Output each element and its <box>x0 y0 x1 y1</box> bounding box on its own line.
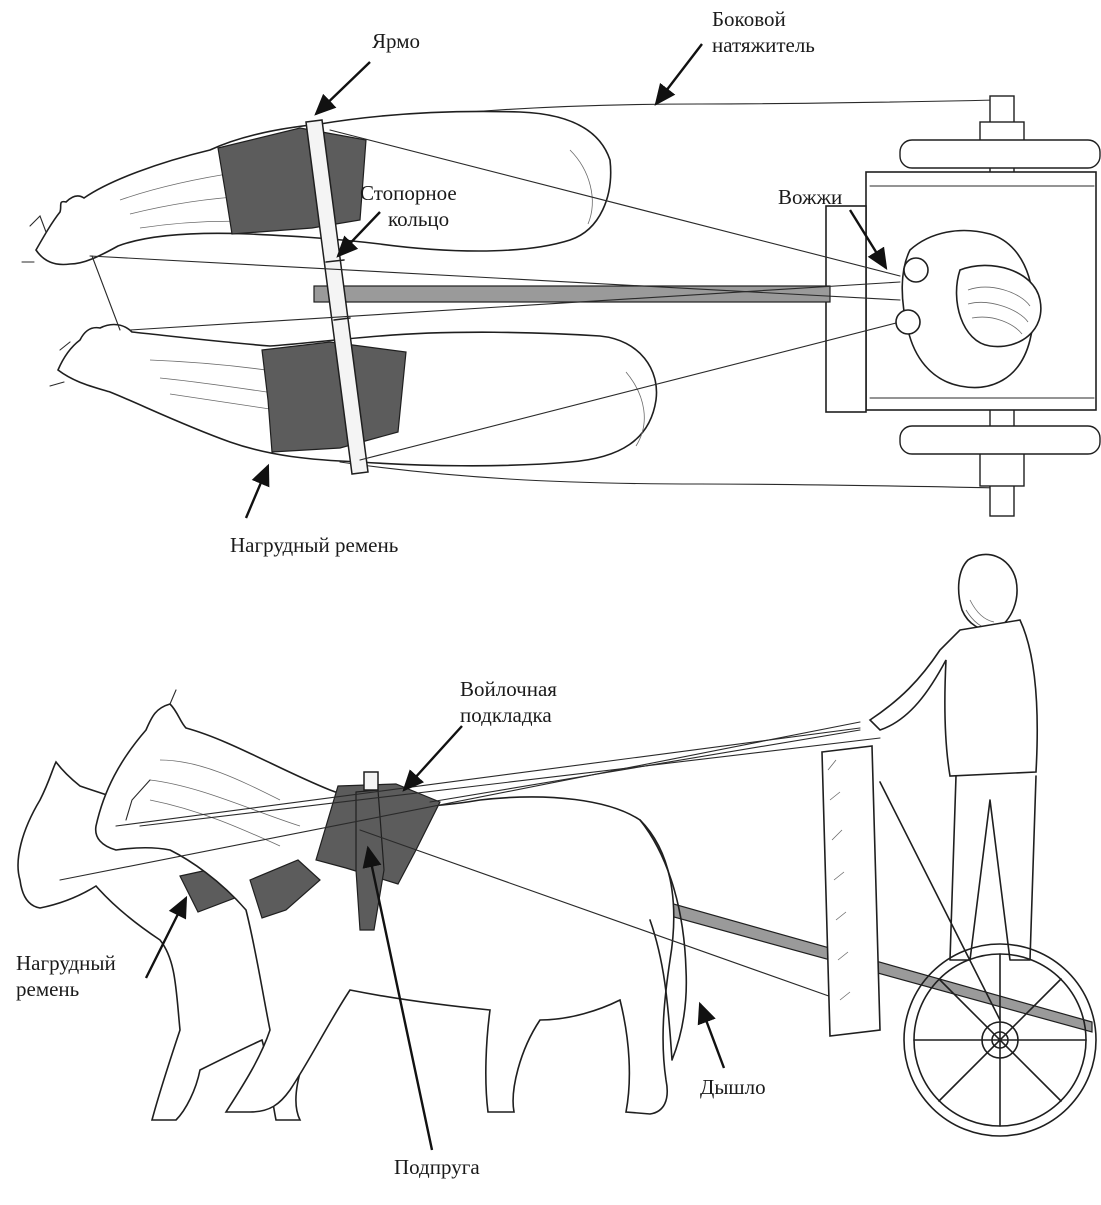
felt-pad-top-upper <box>218 128 366 234</box>
label-felt-pad-line1: Войлочная <box>460 676 557 702</box>
label-breast-strap-side: Нагрудный ремень <box>16 950 116 1002</box>
label-pole-text: Дышло <box>700 1075 766 1099</box>
label-breast-strap-top: Нагрудный ремень <box>230 532 398 558</box>
label-girth-text: Подпруга <box>394 1155 480 1179</box>
label-reins: Вожжи <box>778 184 842 210</box>
label-yoke: Ярмо <box>372 28 420 54</box>
felt-pad-top-lower <box>262 342 406 452</box>
arrow-side-tensioner <box>656 44 702 104</box>
label-stop-ring-line2: кольцо <box>360 206 457 232</box>
arrow-yoke <box>316 62 370 114</box>
chariot-front-rail <box>826 206 866 412</box>
arrow-pole <box>700 1004 724 1068</box>
wheel-bottom <box>900 426 1100 454</box>
label-yoke-text: Ярмо <box>372 29 420 53</box>
chariot-front-breastwork <box>822 746 880 1036</box>
top-view <box>22 96 1100 516</box>
arrow-breast-strap-top <box>246 466 268 518</box>
label-girth: Подпруга <box>394 1154 480 1180</box>
driver-side <box>870 554 1037 960</box>
label-reins-text: Вожжи <box>778 185 842 209</box>
label-breast-strap-top-text: Нагрудный ремень <box>230 533 398 557</box>
label-side-tensioner-line1: Боковой <box>712 6 815 32</box>
label-breast-strap-side-line2: ремень <box>16 976 116 1002</box>
label-felt-pad-line2: подкладка <box>460 702 557 728</box>
chariot-side <box>822 746 1096 1136</box>
wheel-top <box>900 140 1100 168</box>
label-stop-ring: Стопорное кольцо <box>360 180 457 232</box>
label-breast-strap-side-line1: Нагрудный <box>16 950 116 976</box>
arrow-felt-pad <box>404 726 462 790</box>
label-felt-pad: Войлочная подкладка <box>460 676 557 728</box>
label-side-tensioner: Боковой натяжитель <box>712 6 815 58</box>
label-side-tensioner-line2: натяжитель <box>712 32 815 58</box>
label-pole: Дышло <box>700 1074 766 1100</box>
chariot-wheel <box>904 944 1096 1136</box>
label-stop-ring-line1: Стопорное <box>360 180 457 206</box>
pole-top-view <box>314 286 830 302</box>
side-view <box>18 554 1096 1136</box>
